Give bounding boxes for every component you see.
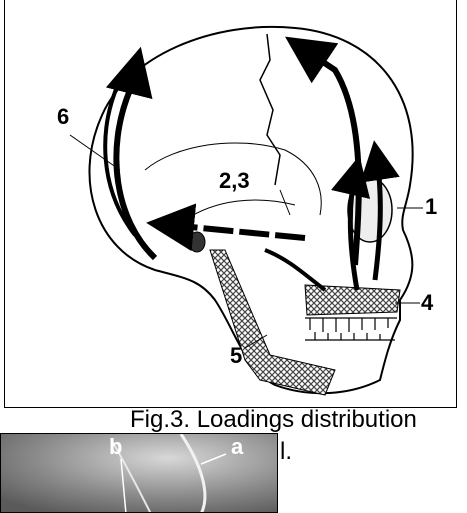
maxilla-loading-band [305, 285, 400, 315]
teeth-lower [305, 332, 395, 340]
load-path-6 [116, 70, 155, 258]
label-5: 5 [230, 345, 242, 367]
inset-label-a: a [231, 436, 243, 458]
load-path-lower [265, 250, 325, 290]
leader-6 [70, 135, 120, 170]
label-6: 6 [57, 106, 69, 128]
temporal-line-2 [185, 200, 295, 220]
load-path-6b [105, 80, 135, 235]
figure-caption: Fig.3. Loadings distribution [130, 405, 467, 434]
caption-continuation: l. [280, 438, 292, 466]
label-4: 4 [421, 292, 433, 314]
inset-label-b: b [109, 436, 122, 458]
coronal-suture [260, 34, 280, 185]
label-1: 1 [425, 196, 437, 218]
xray-photo-inset: b a [0, 433, 278, 513]
skull-figure-panel: 1 2,3 4 5 6 [4, 0, 457, 408]
ear-canal [189, 232, 205, 252]
teeth-upper [305, 318, 397, 332]
label-2-3: 2,3 [219, 170, 250, 192]
